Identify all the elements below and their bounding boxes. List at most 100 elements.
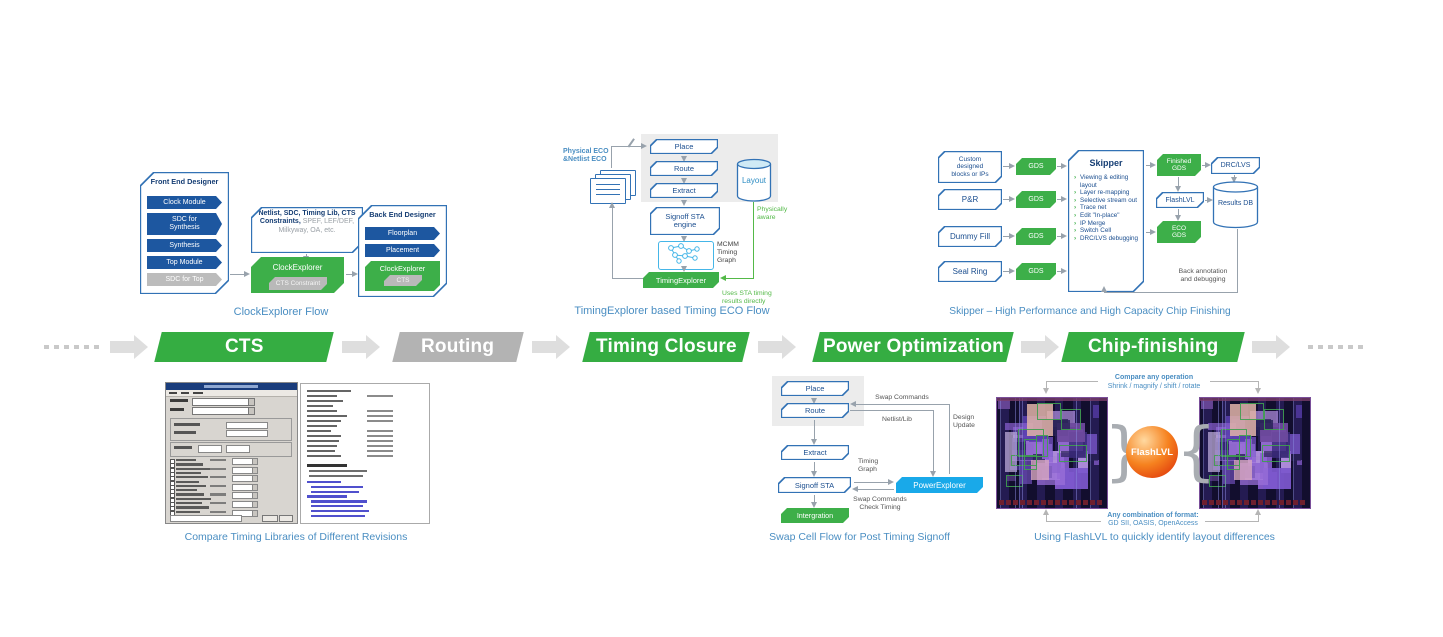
eco-gds-box: ECO GDS <box>1157 221 1201 243</box>
ln-decor <box>306 254 308 257</box>
stage-timing-closure: Timing Closure <box>582 332 750 362</box>
integration-box: Intergration <box>781 508 849 523</box>
ln-decor <box>1057 166 1062 168</box>
dot-decor <box>1358 345 1363 349</box>
ln-decor <box>1258 381 1260 388</box>
ln-decor <box>814 462 816 472</box>
ui-fragment <box>1017 428 1044 457</box>
ui-fragment <box>170 442 292 457</box>
ui-fragment <box>1200 400 1213 410</box>
back-end-item: Placement <box>365 244 440 257</box>
ui-fragment <box>1097 500 1102 505</box>
back-end-item: Floorplan <box>365 227 440 240</box>
arrow-up <box>1255 509 1261 515</box>
ui-fragment <box>170 515 242 522</box>
ah-decor <box>852 486 858 492</box>
ln-decor <box>1057 271 1062 273</box>
ln-decor <box>611 146 642 148</box>
results-db-cylinder <box>1212 180 1259 229</box>
ln-decor <box>230 274 245 276</box>
decor: Power Optimization <box>822 336 1004 357</box>
ui-fragment <box>307 390 351 393</box>
ui-fragment <box>176 506 209 509</box>
ui-fragment <box>252 483 258 491</box>
ui-fragment <box>997 400 1010 410</box>
ui-fragment <box>193 392 203 394</box>
feat-decor: ›IP Merge <box>1074 220 1138 228</box>
ah-decor <box>1009 268 1015 274</box>
in-decor: Place <box>782 382 848 395</box>
ui-fragment <box>307 405 333 408</box>
ui-fragment <box>307 435 341 438</box>
ui-fragment <box>176 502 202 505</box>
eco-note-label: Physical ECO &Netlist ECO <box>563 148 609 163</box>
ui-fragment <box>210 467 226 470</box>
ln-decor <box>1202 165 1207 167</box>
ah-decor <box>1009 163 1015 169</box>
ui-fragment <box>174 446 192 449</box>
ui-fragment <box>248 407 255 415</box>
skipper-input-seal-ring: Seal Ring <box>938 261 1002 282</box>
in-decor: Netlist, SDC, Timing Lib, CTS Constraint… <box>252 208 362 252</box>
ah-decor <box>1150 229 1156 235</box>
ui-fragment <box>1094 459 1099 466</box>
ui-fragment <box>1059 468 1088 490</box>
cts-badge: CTS <box>384 275 422 286</box>
ln-decor <box>1003 271 1011 273</box>
library-compare-report-screenshot <box>300 383 430 524</box>
ui-fragment <box>1041 500 1046 505</box>
chevron-bullet-icon: › <box>1074 234 1077 242</box>
ln-decor <box>1003 199 1011 201</box>
ah-decor <box>1205 162 1211 168</box>
feat-decor: ›Selective stream out <box>1074 197 1138 205</box>
decor <box>694 246 700 252</box>
swap-step-signoff-sta: Signoff STA <box>778 477 851 493</box>
ui-fragment <box>169 392 177 394</box>
ui-fragment <box>1272 500 1277 505</box>
ui-fragment <box>232 501 254 508</box>
arrow-down <box>681 266 687 272</box>
step-extract: Extract <box>650 183 718 198</box>
ui-fragment <box>367 410 393 413</box>
flashlvl-bottom-sub: GD SII, OASIS, OpenAccess <box>1108 520 1198 527</box>
in-decor: Dummy Fill <box>939 227 1001 246</box>
ah-decor <box>1175 186 1181 192</box>
ui-fragment <box>307 410 337 413</box>
ln-decor <box>346 274 354 276</box>
flashlvl-ball: FlashLVL <box>1126 426 1178 478</box>
decor <box>668 243 700 264</box>
ln-decor <box>611 146 613 168</box>
arrow-down <box>681 236 687 242</box>
ui-fragment <box>307 495 347 498</box>
ui-fragment <box>1027 500 1032 505</box>
in-decor: DRC/LVS <box>1212 158 1259 173</box>
ui-fragment <box>311 505 363 508</box>
ah-decor <box>811 439 817 445</box>
feat-decor: ›Switch Cell <box>1074 227 1138 235</box>
ui-fragment <box>367 430 393 433</box>
ui-fragment <box>1244 500 1249 505</box>
in-decor <box>1069 151 1143 291</box>
ui-fragment <box>1244 420 1273 430</box>
chevron-bullet-icon: › <box>1074 211 1077 219</box>
ui-fragment <box>1293 500 1298 505</box>
ah-decor <box>1061 163 1067 169</box>
ln-decor <box>1046 515 1048 522</box>
feat-decor: ›Trace net <box>1074 204 1138 212</box>
compare-libs-caption: Compare Timing Libraries of Different Re… <box>184 531 408 543</box>
skipper-feature: IP Merge <box>1080 219 1106 227</box>
dline-decor <box>596 189 620 190</box>
ui-fragment <box>1230 500 1235 505</box>
ui-fragment <box>309 470 367 473</box>
clockexplorer-tool-label: ClockExplorer <box>272 263 323 272</box>
decor <box>1212 181 1259 229</box>
swap-step-extract: Extract <box>781 445 849 460</box>
ui-fragment <box>1020 500 1025 505</box>
mcmm-graph-box <box>658 241 714 270</box>
ui-fragment <box>1000 398 1002 508</box>
ui-fragment <box>311 514 365 517</box>
ui-fragment <box>311 509 369 513</box>
ui-fragment <box>226 422 268 429</box>
ui-fragment <box>1223 500 1228 505</box>
back-annotation-label: Back annotation and debugging <box>1178 268 1228 283</box>
